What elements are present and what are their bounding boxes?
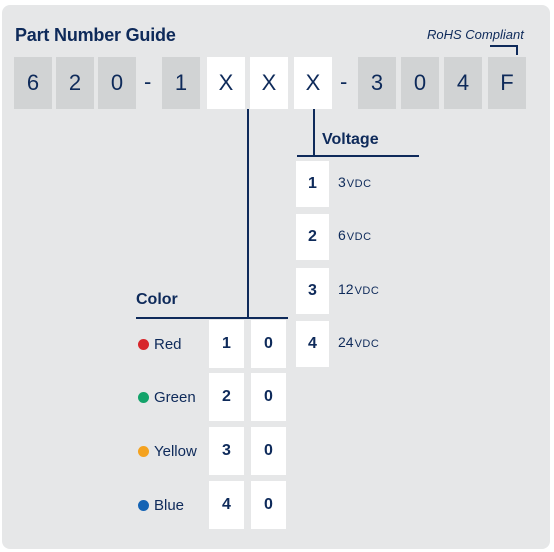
color-label-red: Red [138,336,182,353]
voltage-unit-4: VDC [354,338,380,350]
voltage-value-1: 3 [338,174,346,190]
pn-dash-1: - [144,69,152,94]
voltage-unit-1: VDC [346,178,372,190]
color-code1-red: 1 [209,320,244,368]
voltage-connector-vertical [313,109,315,157]
green-dot-icon [138,392,149,403]
voltage-label-2: 6VDC [338,227,372,243]
color-header-line [136,317,288,319]
color-name-red: Red [154,336,182,353]
pn-digit-3: 0 [98,57,136,109]
pn-color-slot-2: X [250,57,288,109]
color-heading: Color [136,291,178,308]
voltage-heading: Voltage [322,131,379,148]
color-label-blue: Blue [138,497,184,514]
rohs-label: RoHS Compliant [427,27,524,42]
voltage-code-4: 4 [296,321,329,367]
red-dot-icon [138,339,149,350]
pn-digit-6: 0 [401,57,439,109]
voltage-code-2: 2 [296,214,329,260]
voltage-value-2: 6 [338,227,346,243]
color-label-yellow: Yellow [138,443,197,460]
pn-suffix-f: F [488,57,526,109]
guide-title: Part Number Guide [15,25,176,45]
voltage-value-4: 24 [338,334,354,350]
pn-digit-1: 6 [14,57,52,109]
color-code1-blue: 4 [209,481,244,529]
voltage-value-3: 12 [338,281,354,297]
voltage-unit-3: VDC [354,285,380,297]
voltage-header-line [297,155,419,157]
pn-color-slot-1: X [207,57,245,109]
yellow-dot-icon [138,446,149,457]
part-number-guide-panel: Part Number Guide RoHS Compliant 6 2 0 -… [2,5,550,549]
color-label-green: Green [138,389,196,406]
voltage-code-1: 1 [296,161,329,207]
blue-dot-icon [138,500,149,511]
color-code1-yellow: 3 [209,427,244,475]
color-code2-green: 0 [251,373,286,421]
color-code1-green: 2 [209,373,244,421]
color-name-yellow: Yellow [154,443,197,460]
rohs-bracket-side [516,45,518,55]
rohs-bracket-top [490,45,518,47]
voltage-label-3: 12VDC [338,281,379,297]
color-code2-blue: 0 [251,481,286,529]
pn-digit-4: 1 [162,57,200,109]
color-name-blue: Blue [154,497,185,514]
pn-digit-7: 4 [444,57,482,109]
pn-digit-2: 2 [56,57,94,109]
voltage-unit-2: VDC [346,231,372,243]
color-code2-red: 0 [251,320,286,368]
pn-voltage-slot: X [294,57,332,109]
voltage-code-3: 3 [296,268,329,314]
color-code2-yellow: 0 [251,427,286,475]
color-connector-vertical [247,109,249,319]
voltage-label-4: 24VDC [338,334,379,350]
pn-digit-5: 3 [358,57,396,109]
pn-dash-2: - [340,69,348,94]
voltage-label-1: 3VDC [338,174,372,190]
color-name-green: Green [154,389,196,406]
